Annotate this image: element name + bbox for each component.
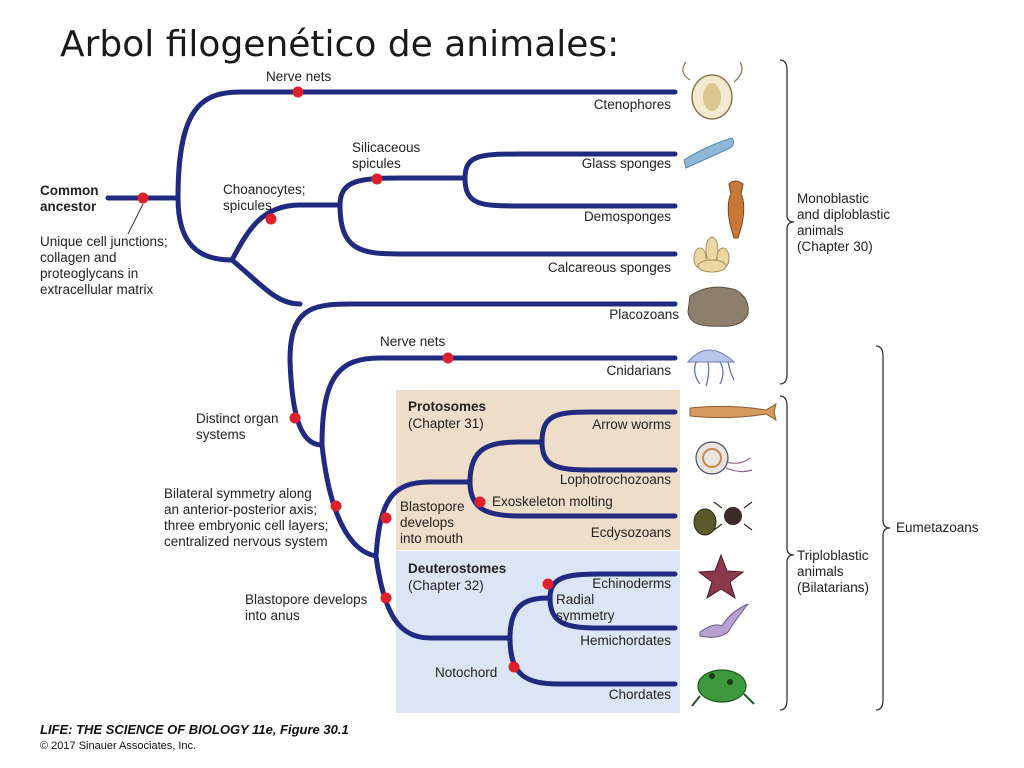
deuterostomes-title: Deuterostomes xyxy=(408,561,507,576)
marker-exoskeleton xyxy=(474,496,486,508)
nautilus-icon xyxy=(695,441,753,475)
bilateral-label: Bilateral symmetry along an anterior-pos… xyxy=(164,486,329,549)
nerve-nets-mid-label: Nerve nets xyxy=(380,334,446,349)
taxon-ecdysozoans: Ecdysozoans xyxy=(590,525,671,540)
exoskeleton-label: Exoskeleton molting xyxy=(492,494,613,509)
demosponge-icon xyxy=(727,180,745,239)
blastopore-anus-label: Blastopore develops into anus xyxy=(245,592,368,623)
glass-sponge-icon xyxy=(683,137,735,169)
bracket-tripl xyxy=(779,395,795,711)
beetle-spider-icon xyxy=(693,501,753,536)
triploblastic-label: Triploblastic animals (Bilatarians) xyxy=(797,548,870,595)
marker-bilateral xyxy=(330,500,342,512)
taxon-cnidarians: Cnidarians xyxy=(606,363,671,378)
arrow-worm-icon xyxy=(689,402,777,422)
taxon-placozoans: Placozoans xyxy=(609,307,679,322)
monoblastic-label: Monoblastic and diploblastic animals (Ch… xyxy=(797,191,891,254)
notochord-label: Notochord xyxy=(435,665,498,680)
taxon-demosponges: Demosponges xyxy=(583,209,671,224)
taxon-chordates: Chordates xyxy=(608,687,671,702)
organism-illustrations xyxy=(682,61,777,707)
placozoan-icon xyxy=(687,286,749,327)
acorn-worm-icon xyxy=(699,603,749,638)
choanocytes-label: Choanocytes; spicules xyxy=(223,182,306,213)
cell-junctions-label: Unique cell junctions; collagen and prot… xyxy=(40,234,168,297)
cnidarian-icon xyxy=(686,349,736,387)
taxon-hemichordates: Hemichordates xyxy=(580,633,671,648)
page-title: Arbol filogenético de animales: xyxy=(60,24,620,65)
starfish-icon xyxy=(697,553,745,600)
deuterostomes-chapter: (Chapter 32) xyxy=(408,578,484,593)
eumetazoans-label: Eumetazoans xyxy=(896,520,979,535)
blastopore-mouth-label: Blastopore develops into mouth xyxy=(400,499,465,546)
marker-distinct-organ xyxy=(289,412,301,424)
brackets xyxy=(779,59,891,711)
ctenophore-icon xyxy=(682,61,743,120)
marker-radial xyxy=(542,578,554,590)
marker-blastopore-anus xyxy=(380,592,392,604)
taxon-ctenophores: Ctenophores xyxy=(593,97,671,112)
protosomes-title: Protosomes xyxy=(408,399,487,414)
figure-credit: LIFE: THE SCIENCE OF BIOLOGY 11e, Figure… xyxy=(40,722,349,737)
bracket-mono xyxy=(779,59,795,385)
taxon-echinoderms: Echinoderms xyxy=(592,576,671,591)
taxon-calcareous-sponges: Calcareous sponges xyxy=(547,260,671,275)
taxon-glass-sponges: Glass sponges xyxy=(581,156,671,171)
branches xyxy=(105,89,678,687)
marker-nerve-nets-top xyxy=(292,86,304,98)
marker-silicaceous xyxy=(371,173,383,185)
distinct-organ-label: Distinct organ systems xyxy=(196,411,279,442)
root-label: Common ancestor xyxy=(40,183,99,214)
marker-nerve-nets-mid xyxy=(442,352,454,364)
taxon-lophotrochozoans: Lophotrochozoans xyxy=(559,472,671,487)
copyright: © 2017 Sinauer Associates, Inc. xyxy=(40,740,197,752)
marker-notochord xyxy=(508,661,520,673)
nerve-nets-top-label: Nerve nets xyxy=(266,69,332,84)
taxon-arrow-worms: Arrow worms xyxy=(592,417,671,432)
silicaceous-label: Silicaceous spicules xyxy=(352,140,421,171)
calcareous-sponge-icon xyxy=(693,236,730,273)
protosomes-chapter: (Chapter 31) xyxy=(408,416,484,431)
bracket-eumeta xyxy=(875,345,891,711)
radial-symmetry-label: Radial symmetry xyxy=(556,592,615,623)
character-markers xyxy=(137,86,554,673)
marker-blastopore-mouth xyxy=(380,512,392,524)
marker-choanocytes xyxy=(265,213,277,225)
frog-icon xyxy=(691,669,755,707)
marker-cell-junctions xyxy=(137,192,149,204)
